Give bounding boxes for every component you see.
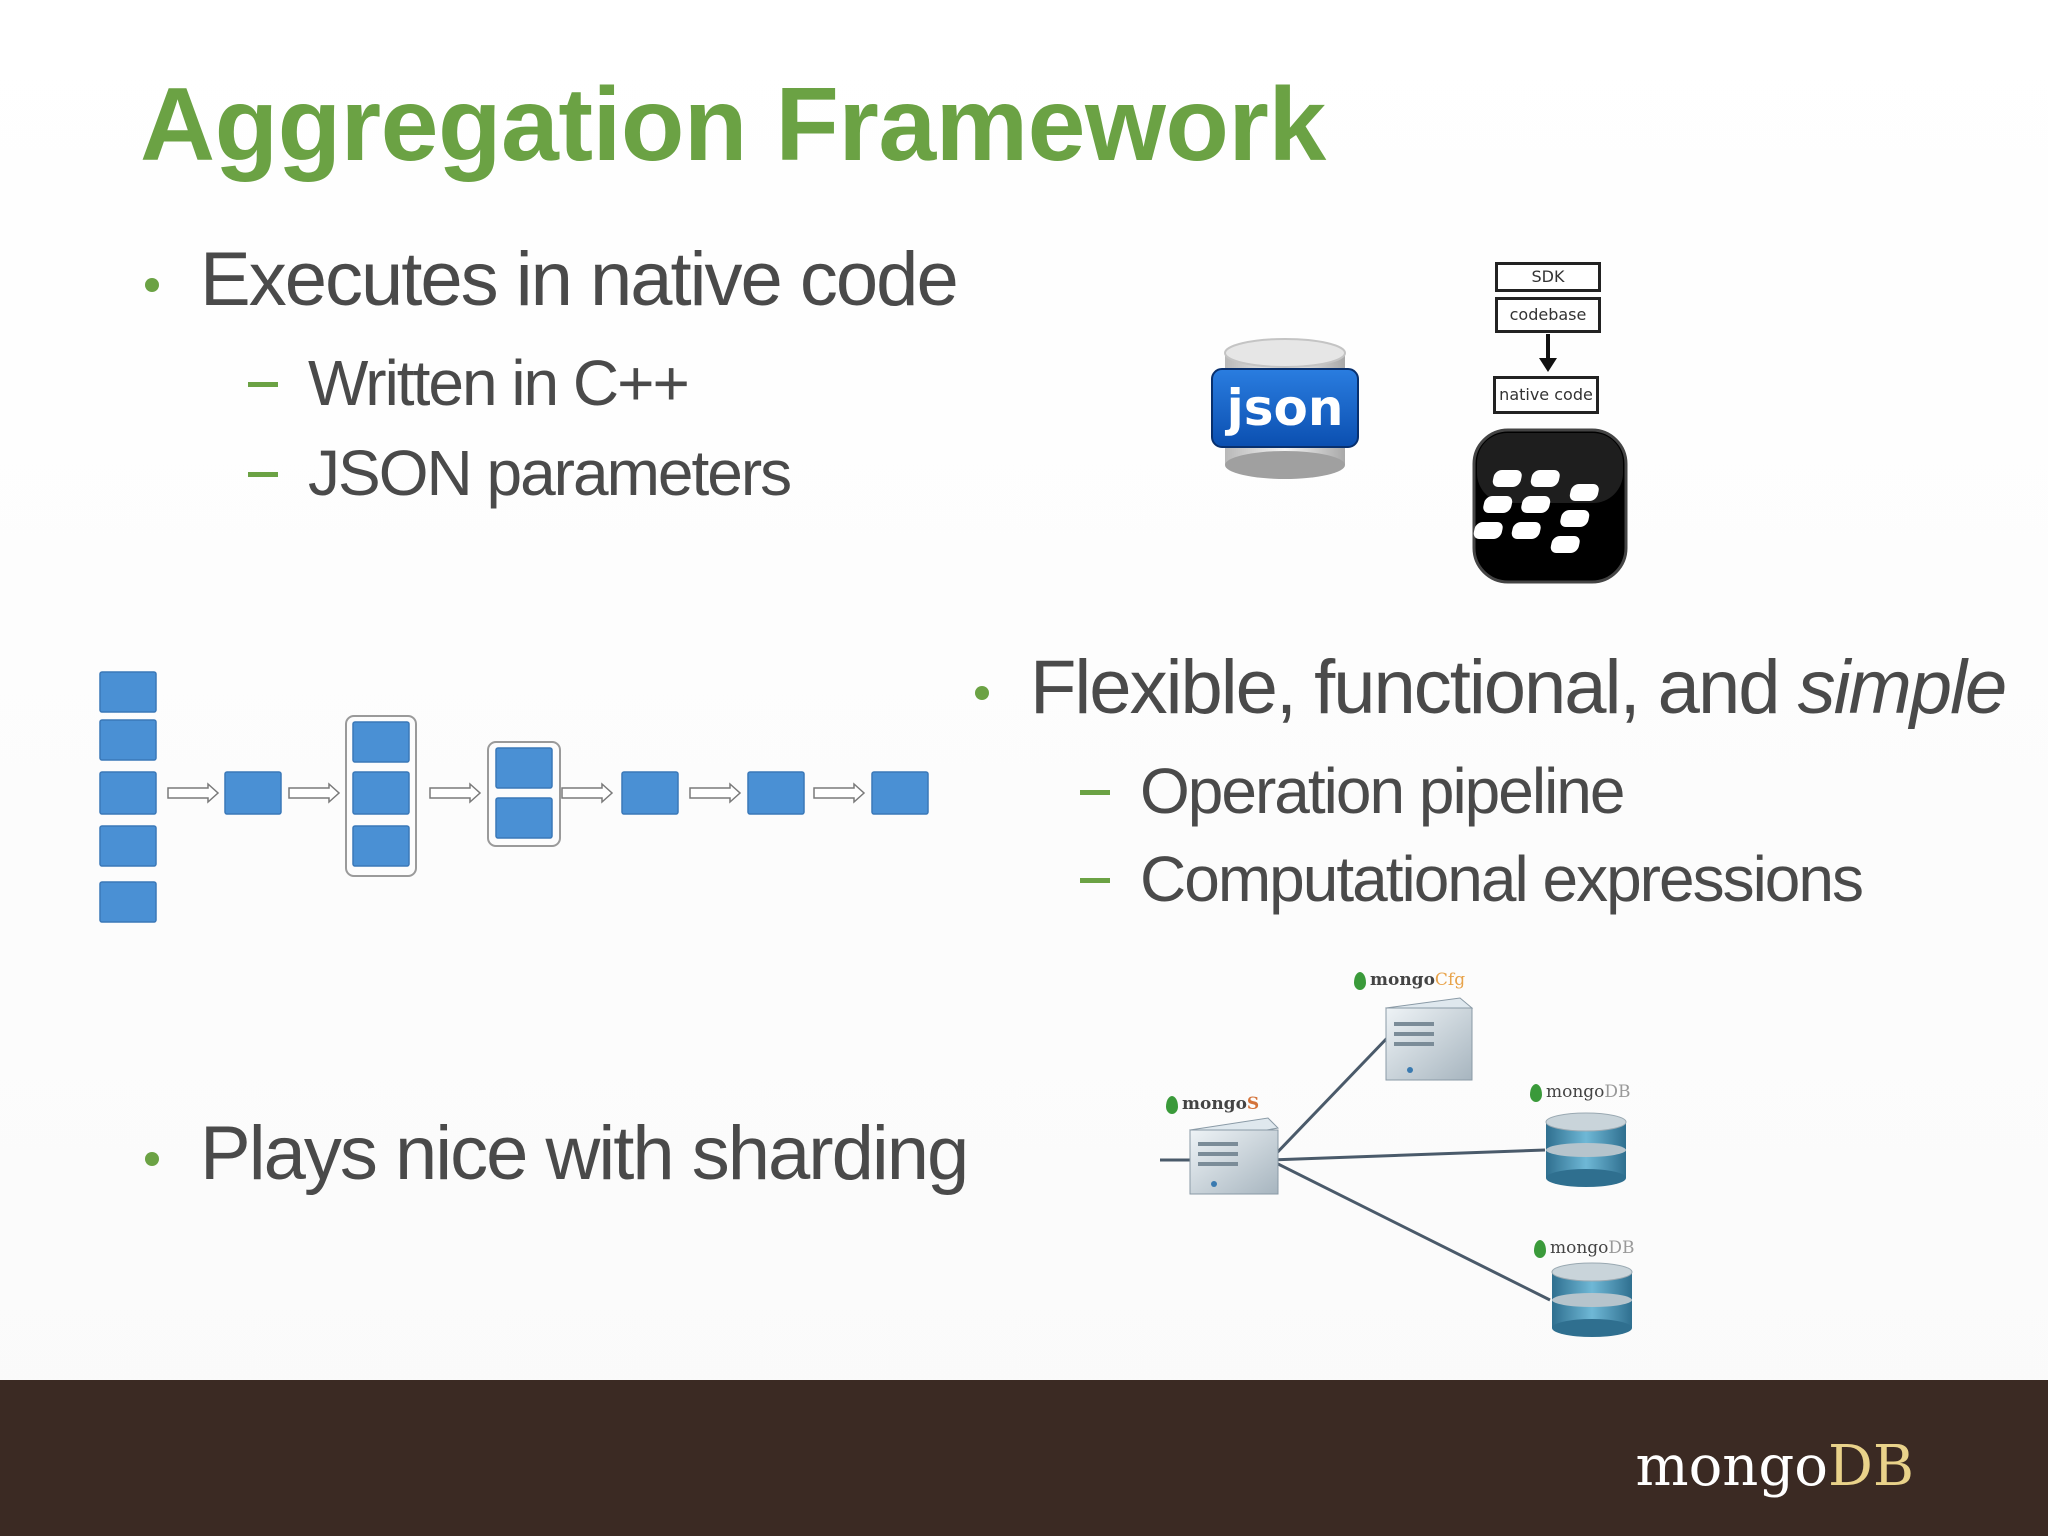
sub-bullet-text: Operation pipeline <box>1140 755 1625 827</box>
sub-bullet-pipeline: Operation pipeline <box>1080 754 1625 828</box>
bullet-flexible: Flexible, functional, and simple <box>975 644 2008 731</box>
bullet-sharding: Plays nice with sharding <box>145 1110 969 1197</box>
down-arrow-icon <box>1538 334 1558 374</box>
sub-bullet-text: JSON parameters <box>308 437 792 509</box>
mongos-label: mongoS <box>1166 1094 1259 1114</box>
bullet-text-emphasis: simple <box>1797 645 2008 730</box>
config-server-icon <box>1385 997 1474 1081</box>
bullet-text: Plays nice with sharding <box>200 1111 969 1196</box>
bullet-dot <box>145 278 159 292</box>
json-database-icon: json <box>1210 335 1360 485</box>
json-label: json <box>1225 379 1344 437</box>
bullet-native-code: Executes in native code <box>145 236 959 323</box>
mongos-server-icon <box>1189 1117 1280 1195</box>
sub-bullet-text: Computational expressions <box>1140 843 1864 915</box>
bullet-text-main: Flexible, functional, and <box>1030 645 1798 730</box>
codebase-box: codebase <box>1495 297 1601 333</box>
sub-bullet-dash <box>248 472 278 477</box>
pipeline-diagram <box>96 660 936 940</box>
mongodb-shard1-label: mongoDB <box>1530 1082 1631 1102</box>
bullet-dot <box>145 1152 159 1166</box>
sub-bullet-json: JSON parameters <box>248 436 792 510</box>
mongocfg-label: mongoCfg <box>1354 970 1465 990</box>
blackberry-icon <box>1472 428 1628 584</box>
database-icon <box>1551 1262 1633 1337</box>
sub-bullet-expressions: Computational expressions <box>1080 842 1864 916</box>
mongodb-leaf-icon <box>1530 1083 1542 1102</box>
logo-main-text: mongo <box>1635 1434 1828 1499</box>
mongodb-shard2-label: mongoDB <box>1534 1238 1635 1258</box>
bullet-dot <box>975 686 989 700</box>
sub-bullet-text: Written in C++ <box>308 347 690 419</box>
footer-bar: mongoDB <box>0 1380 2048 1536</box>
slide-title: Aggregation Framework <box>140 67 1326 183</box>
mongodb-leaf-icon <box>1354 971 1366 990</box>
database-icon <box>1545 1112 1627 1187</box>
sdk-box: SDK <box>1495 262 1601 292</box>
sharding-diagram: mongoS mongoCfg mongoDB mongoDB <box>1150 970 1650 1350</box>
sub-bullet-dash <box>1080 790 1110 795</box>
logo-accent-text: DB <box>1827 1434 1914 1499</box>
bullet-text: Executes in native code <box>200 237 959 322</box>
sub-bullet-dash <box>1080 878 1110 883</box>
mongodb-leaf-icon <box>1534 1239 1546 1258</box>
sub-bullet-cpp: Written in C++ <box>248 346 690 420</box>
mongodb-leaf-icon <box>1166 1095 1178 1114</box>
mongodb-logo: mongoDB <box>1635 1434 1914 1499</box>
native-code-box: native code <box>1493 376 1599 414</box>
sub-bullet-dash <box>248 382 278 387</box>
